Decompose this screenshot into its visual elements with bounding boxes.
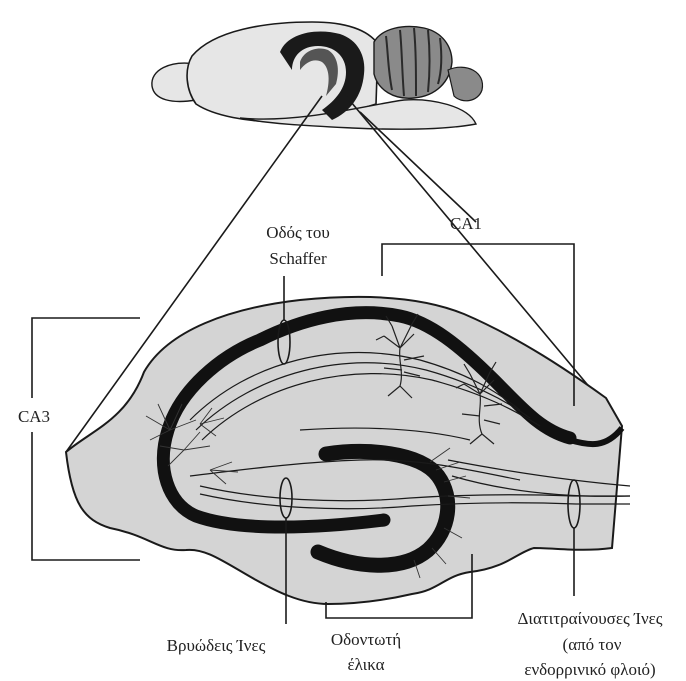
perforant-label-line3: ενδορρινικό φλοιό): [524, 660, 655, 679]
schaffer-label-line1: Οδός του: [266, 223, 330, 242]
schaffer-label-line2: Schaffer: [269, 249, 327, 268]
ca3-label: CA3: [18, 407, 50, 426]
medulla: [448, 67, 483, 101]
hippocampus-slice: [66, 297, 630, 604]
perforant-label-line1: Διατιτραίνουσες Ίνες: [517, 609, 662, 628]
dentate-label-line2: έλικα: [347, 655, 384, 674]
rat-brain-illustration: [152, 22, 483, 129]
ca3-bracket-top: [32, 318, 140, 398]
perforant-label-line2: (από τον: [563, 635, 622, 654]
dentate-label-line1: Οδοντωτή: [331, 630, 401, 649]
ca1-label: CA1: [450, 214, 482, 233]
mossy-fibers-label: Βρυώδεις Ίνες: [167, 636, 266, 655]
